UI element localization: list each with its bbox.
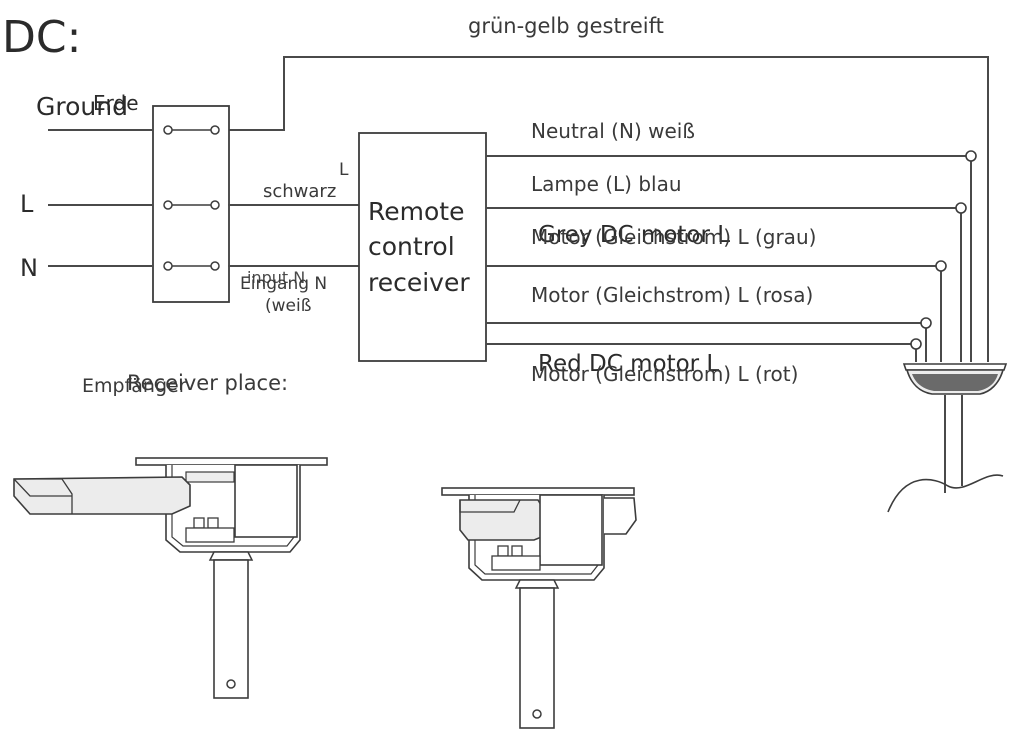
input-n-color-label: (weiß: [265, 296, 311, 316]
lamp-output-node: [955, 202, 967, 214]
grey-motor-label: Grey DC motor L: [538, 222, 730, 248]
grey-motor-node: [935, 260, 947, 272]
earth-wire: [228, 56, 989, 362]
live-input-label: L: [339, 160, 349, 180]
pink-motor-node: [920, 317, 932, 329]
receiver-label-line1: Remote: [368, 197, 464, 226]
receiver-label-line2: control: [368, 232, 455, 261]
neutral-output-label: Neutral (N) weiß: [531, 119, 695, 143]
receiver-place-label-de: Empfänger: [82, 375, 187, 397]
terminal-ground: [163, 125, 220, 135]
input-n-label: input N: [247, 268, 305, 287]
live-terminal-label: L: [20, 190, 34, 218]
ground-label: Ground: [36, 92, 128, 121]
red-motor-label: Red DC motor L: [538, 351, 719, 377]
terminal-neutral: [163, 261, 220, 271]
terminal-live: [163, 200, 220, 210]
mounting-illustration-inside: [441, 487, 637, 729]
ground-label-de: Erde: [93, 91, 139, 115]
earth-wire-label: grün-gelb gestreift: [468, 14, 664, 38]
red-motor-label-de: Motor (Gleichstrom) L (rot): [531, 362, 798, 386]
live-input-color-label: schwarz: [263, 181, 336, 202]
mounting-illustration-side: [13, 457, 328, 699]
grey-motor-wire: [486, 265, 942, 362]
motor-connector: [887, 363, 1008, 513]
grey-motor-label-de: Motor (Gleichstrom) L (grau): [531, 225, 816, 249]
input-n-label-de: Eingang N: [240, 274, 327, 294]
pink-motor-label: Motor (Gleichstrom) L (rosa): [531, 283, 813, 307]
remote-control-receiver: [358, 132, 487, 362]
lamp-output-label: Lampe (L) blau: [531, 172, 682, 196]
red-motor-node: [910, 338, 922, 350]
receiver-place-label: Receiver place:: [127, 371, 288, 395]
receiver-label-line3: receiver: [368, 268, 470, 297]
neutral-terminal-label: N: [20, 254, 38, 282]
diagram-title: DC:: [2, 12, 81, 63]
neutral-output-node: [965, 150, 977, 162]
